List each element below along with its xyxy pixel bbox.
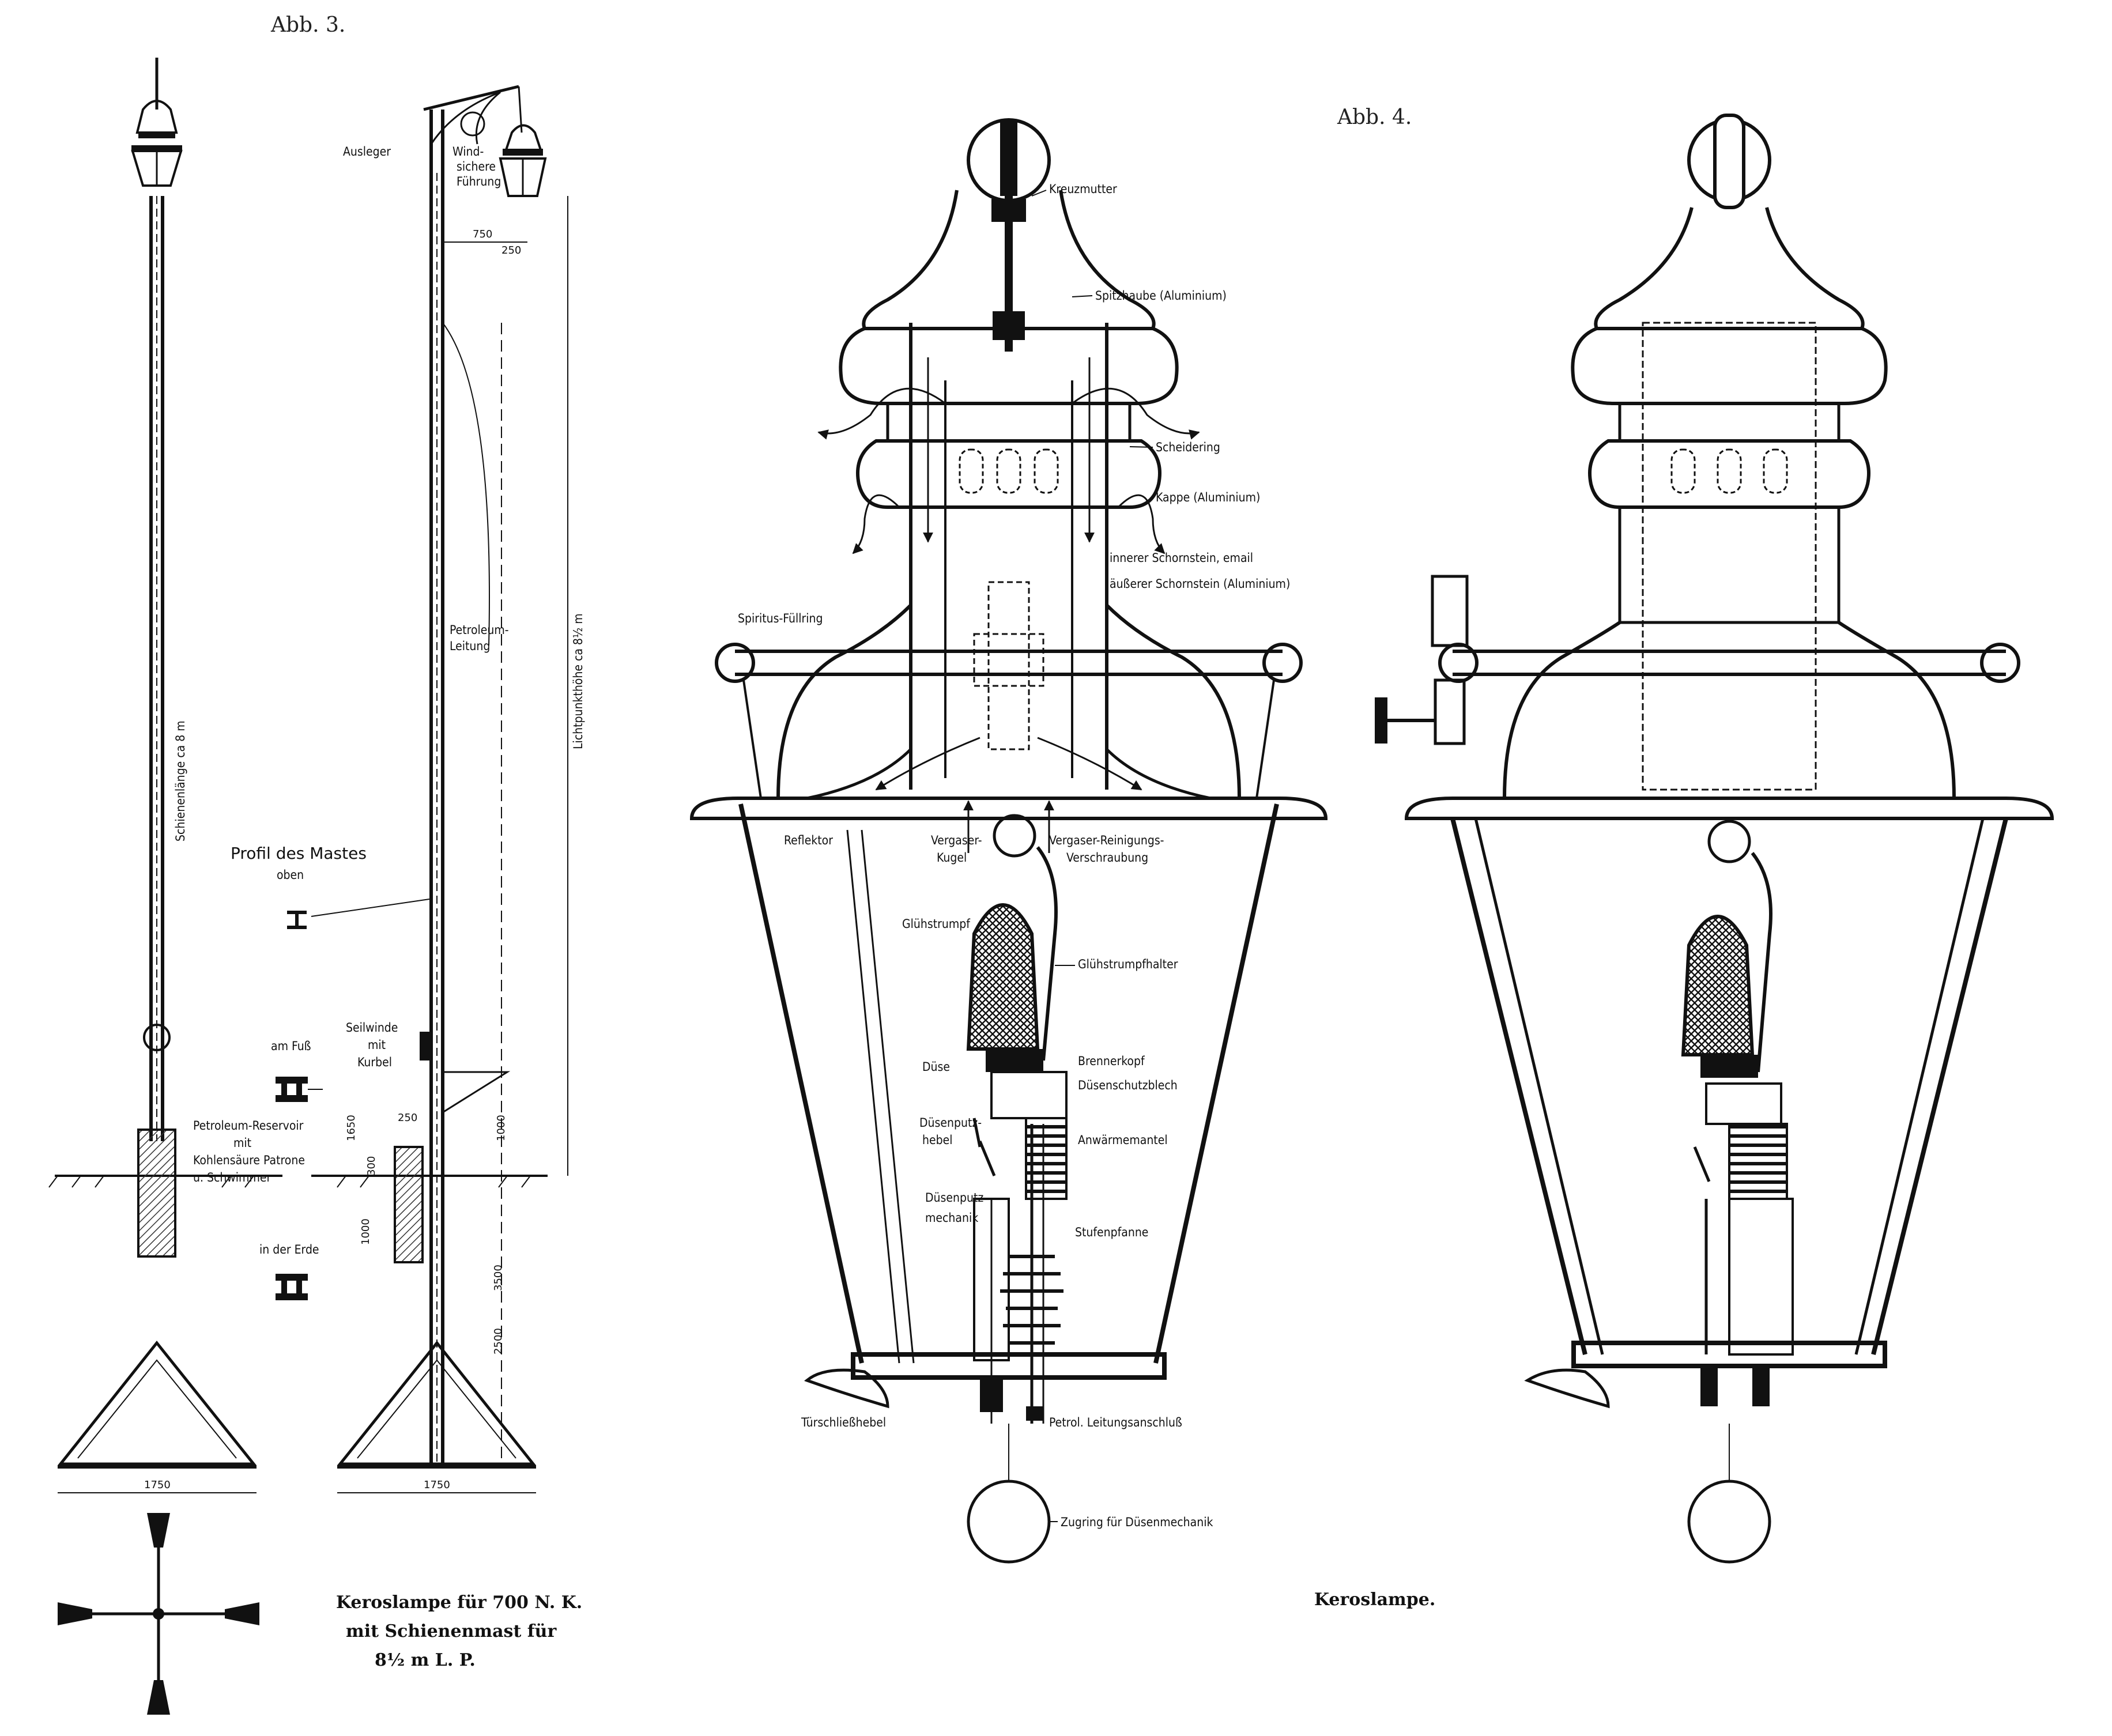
- label-kappe: Kappe (Aluminium): [1156, 490, 1260, 504]
- label-reflektor: Reflektor: [784, 833, 833, 847]
- label-gluehstrumpf: Glühstrumpf: [902, 917, 971, 931]
- right-pole-lantern: [499, 124, 547, 197]
- label-windsichere-3: Führung: [457, 175, 501, 188]
- fig4-section-view: Abb. 4.: [689, 105, 1435, 1610]
- label-reservoir-3: Kohlensäure Patrone: [193, 1153, 305, 1167]
- label-duese: Düse: [922, 1060, 950, 1074]
- label-reservoir-4: u. Schwimmer: [193, 1171, 271, 1184]
- label-duesenschutzblech: Düsenschutzblech: [1078, 1078, 1178, 1092]
- label-zugring: Zugring für Düsenmechanik: [1061, 1515, 1213, 1529]
- label-duesenputzmechanik-1: Düsenputz-: [925, 1191, 987, 1205]
- label-am-fuss: am Fuß: [271, 1039, 311, 1053]
- label-anwaermemantel: Anwärmemantel: [1078, 1133, 1168, 1147]
- label-duesenputzmechanik-2: mechanik: [925, 1211, 978, 1225]
- label-scheidering: Scheidering: [1156, 440, 1220, 454]
- label-schienenlaenge: Schienenlänge ca 8 m: [174, 720, 187, 841]
- fig3-caption-1: Keroslampe für 700 N. K.: [336, 1592, 582, 1613]
- kappe-lower: [856, 439, 1161, 509]
- dim-base-left: 1750: [144, 1479, 171, 1491]
- label-aeusserer: äußerer Schornstein (Aluminium): [1110, 577, 1290, 591]
- fig4-title: Abb. 4.: [1337, 105, 1412, 129]
- label-reservoir-2: mit: [233, 1136, 251, 1150]
- right-pole-reservoir: [394, 1146, 424, 1263]
- label-reservoir-1: Petroleum-Reservoir: [193, 1119, 304, 1133]
- brim: [689, 797, 1328, 820]
- side-filler: [1375, 575, 1469, 745]
- label-tuerschliesshebel: Türschließhebel: [801, 1416, 886, 1429]
- rail-profile-foot-icon: [276, 1077, 323, 1102]
- label-petrol-anschluss: Petrol. Leitungsanschluß: [1049, 1416, 1182, 1429]
- dim-1000-right: 1000: [495, 1115, 507, 1141]
- label-seilwinde-1: Seilwinde: [346, 1021, 398, 1035]
- label-profil-1: Profil des Mastes: [231, 844, 367, 863]
- dim-250-mid: 250: [398, 1112, 417, 1124]
- label-petroleum-leitung-1: Petroleum-: [450, 623, 509, 637]
- label-ausleger: Ausleger: [343, 145, 391, 158]
- label-seilwinde-3: Kurbel: [357, 1055, 392, 1069]
- label-lichtpunkthoehe: Lichtpunkthöhe ca 8½ m: [571, 613, 585, 749]
- dim-750: 750: [473, 228, 492, 240]
- dim-300: 300: [365, 1156, 378, 1176]
- label-gluehstrumpfhalter: Glühstrumpfhalter: [1078, 957, 1178, 971]
- label-brennerkopf: Brennerkopf: [1078, 1054, 1145, 1068]
- bracket-arm: [423, 85, 523, 145]
- right-pole: Ausleger Wind- sichere Führung 750 250 L…: [337, 85, 585, 1493]
- exterior-vent-slots: [1670, 448, 1788, 494]
- fig3-caption-2: mit Schienenmast für: [346, 1621, 557, 1641]
- fig3-pole-lamp-drawing: Abb. 3.: [48, 13, 585, 1715]
- spitzhaube: [862, 190, 1156, 330]
- label-spitzhaube: Spitzhaube (Aluminium): [1095, 289, 1227, 303]
- label-petroleum-leitung-2: Leitung: [450, 639, 490, 653]
- fig3-title: Abb. 3.: [270, 13, 345, 37]
- exterior-burner: [1681, 820, 1794, 1356]
- burner-assembly: [966, 814, 1068, 1424]
- label-vergaser-reinigung-1: Vergaser-Reinigungs-: [1049, 833, 1164, 847]
- label-duesenputzhebel-1: Düsenputz-: [919, 1116, 982, 1130]
- left-pole-base: [57, 1340, 257, 1469]
- fig4-caption: Keroslampe.: [1314, 1590, 1435, 1610]
- fig3-caption-3: 8½ m L. P.: [375, 1650, 476, 1670]
- airflow-arrows: [817, 357, 1200, 853]
- label-windsichere-2: sichere: [457, 160, 496, 173]
- dome: [776, 603, 1241, 799]
- dim-3500: 3500: [492, 1265, 504, 1291]
- label-stufenpfanne: Stufenpfanne: [1075, 1225, 1148, 1239]
- rail-profile-ground-icon: [276, 1274, 308, 1300]
- dim-2500: 2500: [492, 1328, 504, 1354]
- fig3-details: Profil des Mastes oben am Fuß Seilwinde …: [193, 844, 430, 1300]
- right-pole-base: [337, 1340, 537, 1469]
- vent-slots: [959, 448, 1059, 494]
- label-duesenputzhebel-2: hebel: [922, 1133, 952, 1147]
- ground-line: [48, 1175, 548, 1188]
- dim-base-right: 1750: [424, 1479, 450, 1491]
- label-windsichere-1: Wind-: [452, 145, 484, 158]
- dim-1000-left: 1000: [360, 1218, 372, 1245]
- label-seilwinde-2: mit: [368, 1038, 386, 1052]
- dim-250-top: 250: [501, 244, 521, 256]
- label-kreuzmutter: Kreuzmutter: [1049, 182, 1117, 196]
- label-profil-2: oben: [277, 868, 304, 882]
- gluehstrumpf: [966, 903, 1040, 1051]
- winch: [420, 1032, 432, 1061]
- label-vergaser-reinigung-2: Verschraubung: [1066, 851, 1148, 865]
- label-innerer: innerer Schornstein, email: [1110, 551, 1253, 565]
- left-pole-reservoir: [137, 1129, 176, 1258]
- label-spiritus: Spiritus-Füllring: [738, 612, 823, 625]
- left-pole: 1750 Schienenlänge ca 8 m: [57, 58, 257, 1493]
- mast-profile-icon: [287, 911, 307, 929]
- exterior-zugring: [1687, 1480, 1771, 1564]
- door-lever: [804, 1368, 889, 1409]
- spiritus-fuellring: [715, 643, 1303, 799]
- dim-1650: 1650: [345, 1115, 357, 1141]
- fig4-exterior-view: [1375, 114, 2054, 1564]
- left-pole-lantern: [131, 58, 183, 187]
- label-in-der-erde: in der Erde: [259, 1243, 319, 1256]
- label-vergaser-kugel-2: Kugel: [937, 851, 967, 865]
- foot-plan-cross: [58, 1513, 259, 1715]
- zugring: [967, 1480, 1051, 1564]
- label-vergaser-kugel-1: Vergaser-: [931, 833, 982, 847]
